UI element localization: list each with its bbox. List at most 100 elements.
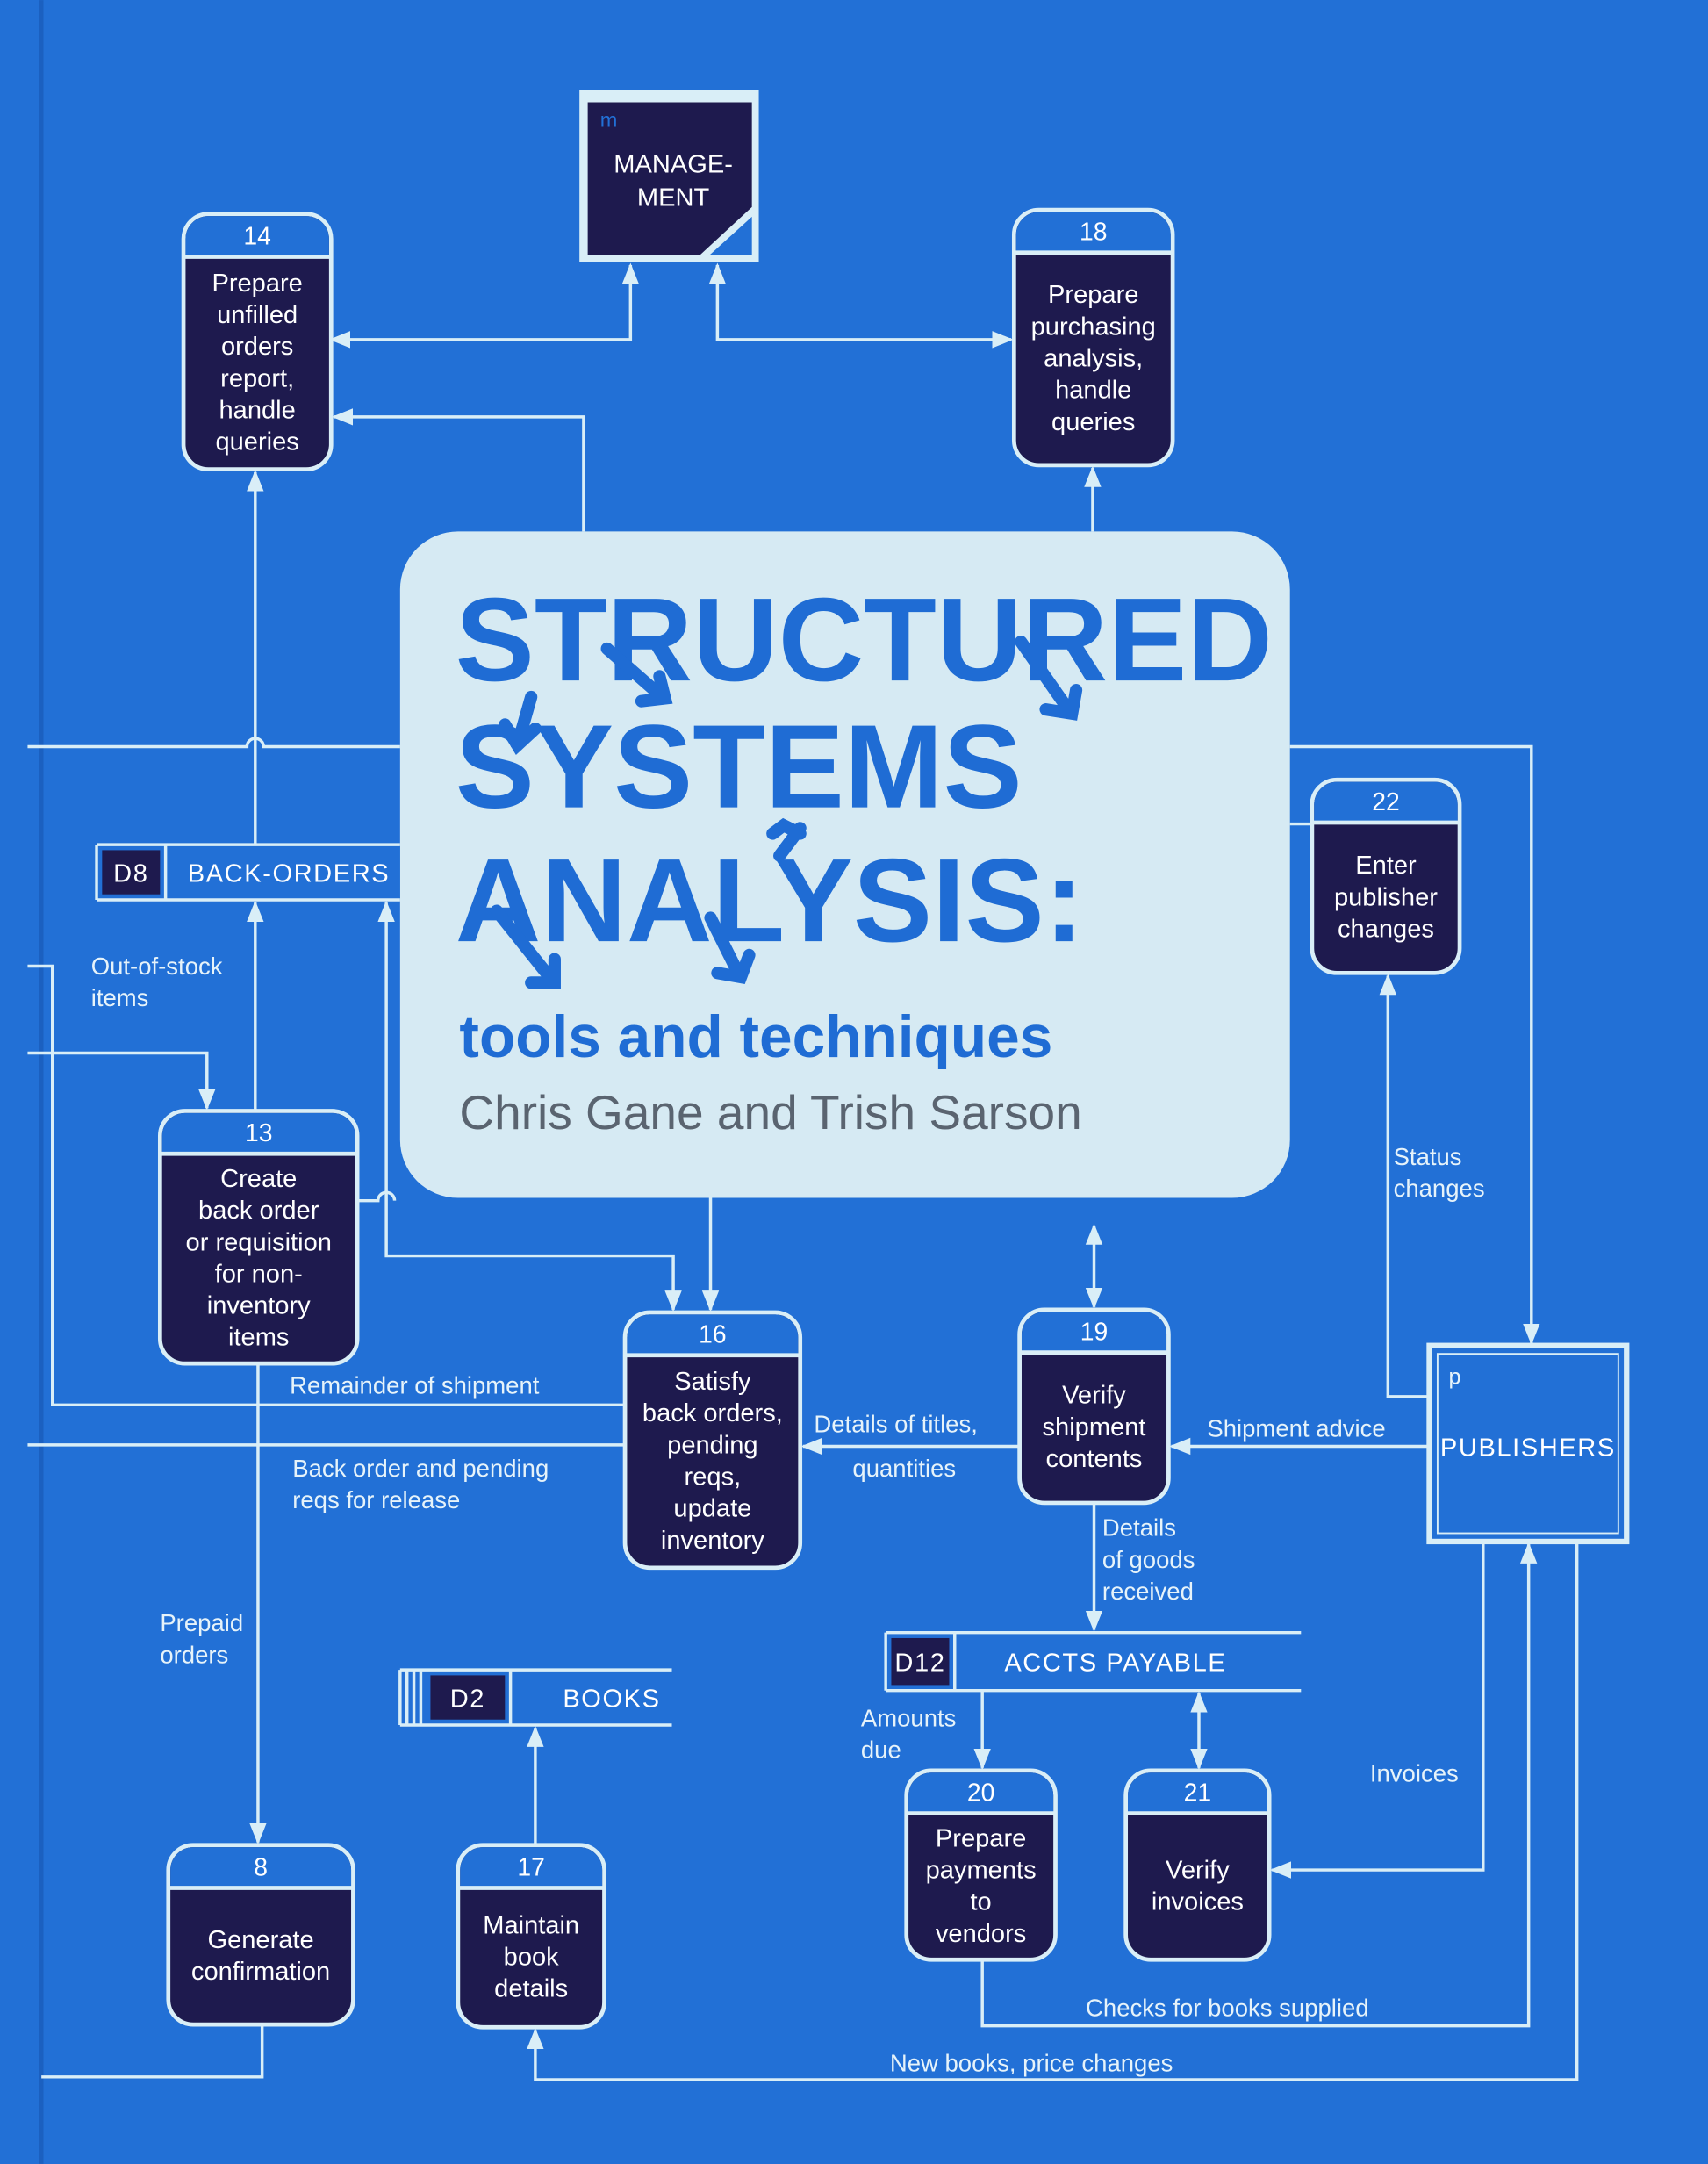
process-label-line: invoices: [1152, 1888, 1244, 1916]
process-label-line: publisher: [1334, 883, 1438, 911]
flow-label: Out-of-stock: [91, 953, 223, 980]
process-number: 18: [1080, 218, 1107, 246]
process-label-line: inventory: [661, 1527, 764, 1555]
process-label-line: Prepare: [1048, 281, 1138, 309]
process-label-line: back order: [198, 1197, 319, 1225]
process-label-line: items: [228, 1324, 289, 1352]
process-label-line: handle: [1055, 377, 1131, 405]
entity-label: MANAGE-: [614, 151, 733, 179]
process-label-line: queries: [215, 428, 298, 457]
flow-label: Back order and pending: [292, 1455, 549, 1482]
title-line-2: SYSTEMS: [456, 701, 1023, 833]
process-label-line: Maintain: [483, 1911, 579, 1939]
process-label-line: Generate: [207, 1926, 313, 1954]
process-label-line: confirmation: [191, 1958, 330, 1986]
process-label-line: handle: [219, 396, 296, 424]
data-store-name: BOOKS: [563, 1686, 660, 1714]
subtitle: tools and techniques: [459, 1004, 1052, 1070]
data-store-D12[interactable]: D12 ACCTS PAYABLE: [884, 1630, 1302, 1693]
process-label-line: orders: [221, 333, 293, 361]
process-label-line: payments: [926, 1856, 1037, 1884]
flow-label: Invoices: [1370, 1759, 1459, 1787]
process-number: 14: [243, 221, 270, 249]
process-label-line: details: [494, 1975, 568, 2003]
data-store-name: BACK-ORDERS: [188, 860, 390, 888]
data-store-id: D2: [450, 1686, 485, 1714]
process-number: 16: [699, 1320, 726, 1348]
flow-label: of goods: [1102, 1546, 1195, 1573]
flow-label: changes: [1394, 1175, 1485, 1202]
flow-label: Prepaid: [160, 1609, 243, 1636]
flow-label: Amounts: [861, 1705, 957, 1732]
data-store-id: D8: [113, 860, 148, 888]
flow-label: items: [91, 984, 149, 1011]
process-number: 21: [1184, 1778, 1211, 1806]
entity-id: m: [600, 109, 618, 132]
entity-label: PUBLISHERS: [1440, 1434, 1616, 1462]
process-label-line: Create: [220, 1165, 297, 1193]
flow-label: orders: [160, 1641, 228, 1668]
flow-label: Details: [1102, 1514, 1176, 1542]
authors: Chris Gane and Trish Sarson: [459, 1085, 1081, 1140]
process-number: 22: [1372, 787, 1399, 816]
process-label-line: pending: [667, 1431, 757, 1459]
process-label-line: update: [673, 1495, 751, 1523]
flow-label: reqs for release: [292, 1486, 460, 1513]
data-store-D8[interactable]: D8 BACK-ORDERS: [95, 843, 400, 902]
process-label-line: vendors: [936, 1920, 1026, 1948]
process-label-line: changes: [1338, 915, 1434, 943]
data-store-name: ACCTS PAYABLE: [1004, 1650, 1226, 1678]
entity-label: MENT: [637, 183, 710, 212]
data-store-id: D12: [894, 1650, 945, 1678]
process-number: 20: [967, 1778, 994, 1806]
process-label-line: Satisfy: [674, 1368, 751, 1396]
process-label-line: Verify: [1166, 1856, 1230, 1884]
process-number: 8: [254, 1852, 268, 1880]
title-arrow-decorations: [490, 635, 1083, 989]
process-label-line: Enter: [1355, 852, 1417, 880]
process-label-line: queries: [1051, 408, 1135, 436]
process-label-line: unfilled: [217, 301, 298, 329]
title-line-3: ANALYSIS:: [456, 834, 1084, 967]
process-number: 19: [1080, 1317, 1108, 1345]
process-number: 17: [517, 1852, 544, 1880]
entity-id: p: [1448, 1365, 1460, 1390]
data-store-D2[interactable]: D2 BOOKS: [398, 1668, 672, 1727]
process-label-line: inventory: [207, 1292, 311, 1320]
process-label-line: purchasing: [1031, 313, 1156, 341]
flow-label: New books, price changes: [890, 2050, 1173, 2077]
process-label-line: contents: [1046, 1445, 1143, 1473]
process-label-line: shipment: [1043, 1413, 1146, 1441]
flow-label: received: [1102, 1578, 1194, 1605]
process-label-line: reqs,: [685, 1463, 742, 1491]
flow-lines: [27, 262, 1579, 2081]
process-label-line: analysis,: [1044, 344, 1143, 372]
process-label-line: report,: [220, 364, 294, 392]
process-label-line: for non-: [215, 1260, 303, 1288]
flow-label: Status: [1394, 1143, 1462, 1170]
process-label-line: Prepare: [936, 1824, 1026, 1852]
process-label-line: to: [970, 1888, 991, 1916]
process-number: 13: [245, 1118, 272, 1147]
process-label-line: Prepare: [212, 270, 302, 298]
flow-label: Details of titles,: [814, 1411, 977, 1438]
process-label-line: Verify: [1062, 1382, 1126, 1410]
title-panel: STRUCTURED SYSTEMS ANALYSIS: tools and t…: [399, 531, 1290, 1198]
title-line-1: STRUCTURED: [456, 573, 1273, 706]
process-label-line: back orders,: [642, 1399, 783, 1427]
flow-label: Remainder of shipment: [290, 1372, 540, 1399]
flow-label: Shipment advice: [1207, 1414, 1385, 1441]
